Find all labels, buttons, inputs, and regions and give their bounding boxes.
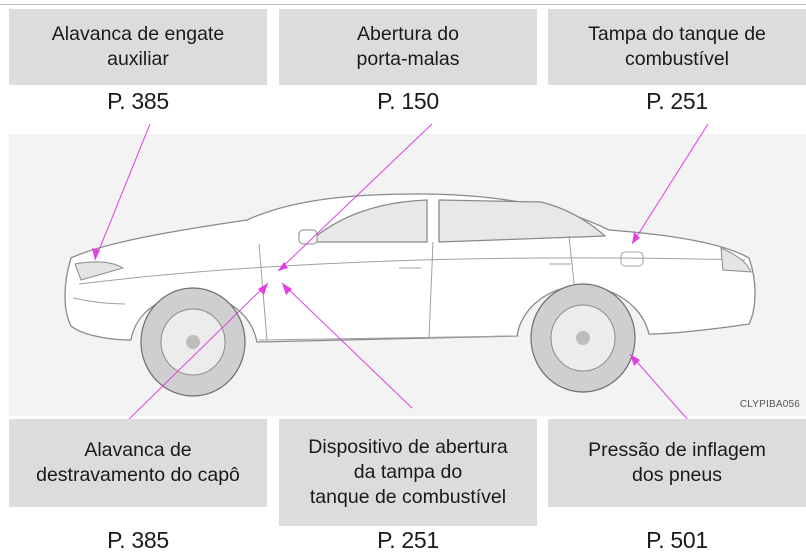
page-ref-hitch-lever[interactable]: P. 385 [107,88,169,114]
callout-label: da tampa do [353,461,463,483]
callout-box-hood-release: Alavanca de destravamento do capô [9,419,267,507]
front-bumper-line [72,297,126,305]
front-hub-shape [186,335,200,349]
callout-box-hitch-lever: Alavanca de engate auxiliar [9,9,267,85]
callout-label: tanque de combustível [309,486,507,508]
fuel-door-shape [620,251,644,267]
callout-label: auxiliar [107,48,169,70]
callout-box-fuel-door-opener: Dispositivo de abertura da tampa do tanq… [279,419,537,526]
page-ref-trunk-opening[interactable]: P. 150 [377,88,439,114]
taillight-shape [720,247,752,273]
page-ref-fuel-door-opener[interactable]: P. 251 [377,527,439,553]
top-rule [0,4,806,5]
callout-label: Tampa do tanque de [588,23,766,45]
callout-label: combustível [624,48,730,70]
callout-label: Abertura do [357,23,459,45]
door-line-rear [568,235,576,293]
callout-label: Dispositivo de abertura [308,436,508,458]
callout-label: destravamento do capô [36,464,240,486]
rear-window-shape [438,199,606,243]
car-side-view-image [64,193,756,397]
callout-label: Alavanca de [84,439,192,461]
callout-label: Pressão de inflagem [588,439,766,461]
callout-box-fuel-door: Tampa do tanque de combustível [548,9,806,85]
car-illustration: CLYPIBA056 [9,134,806,416]
page-ref-fuel-door[interactable]: P. 251 [646,88,708,114]
callout-label: porta-malas [356,48,460,70]
rear-hub-shape [576,331,590,345]
mirror-shape [298,229,318,245]
callout-box-tire-pressure: Pressão de inflagem dos pneus [548,419,806,507]
page-ref-tire-pressure[interactable]: P. 501 [646,527,708,553]
illustration-code: CLYPIBA056 [739,399,800,410]
callout-label: Alavanca de engate [51,23,225,45]
page-ref-hood-release[interactable]: P. 385 [107,527,169,553]
callout-box-trunk-opening: Abertura do porta-malas [279,9,537,85]
callout-label: dos pneus [632,464,722,486]
headlight-shape [74,261,125,281]
